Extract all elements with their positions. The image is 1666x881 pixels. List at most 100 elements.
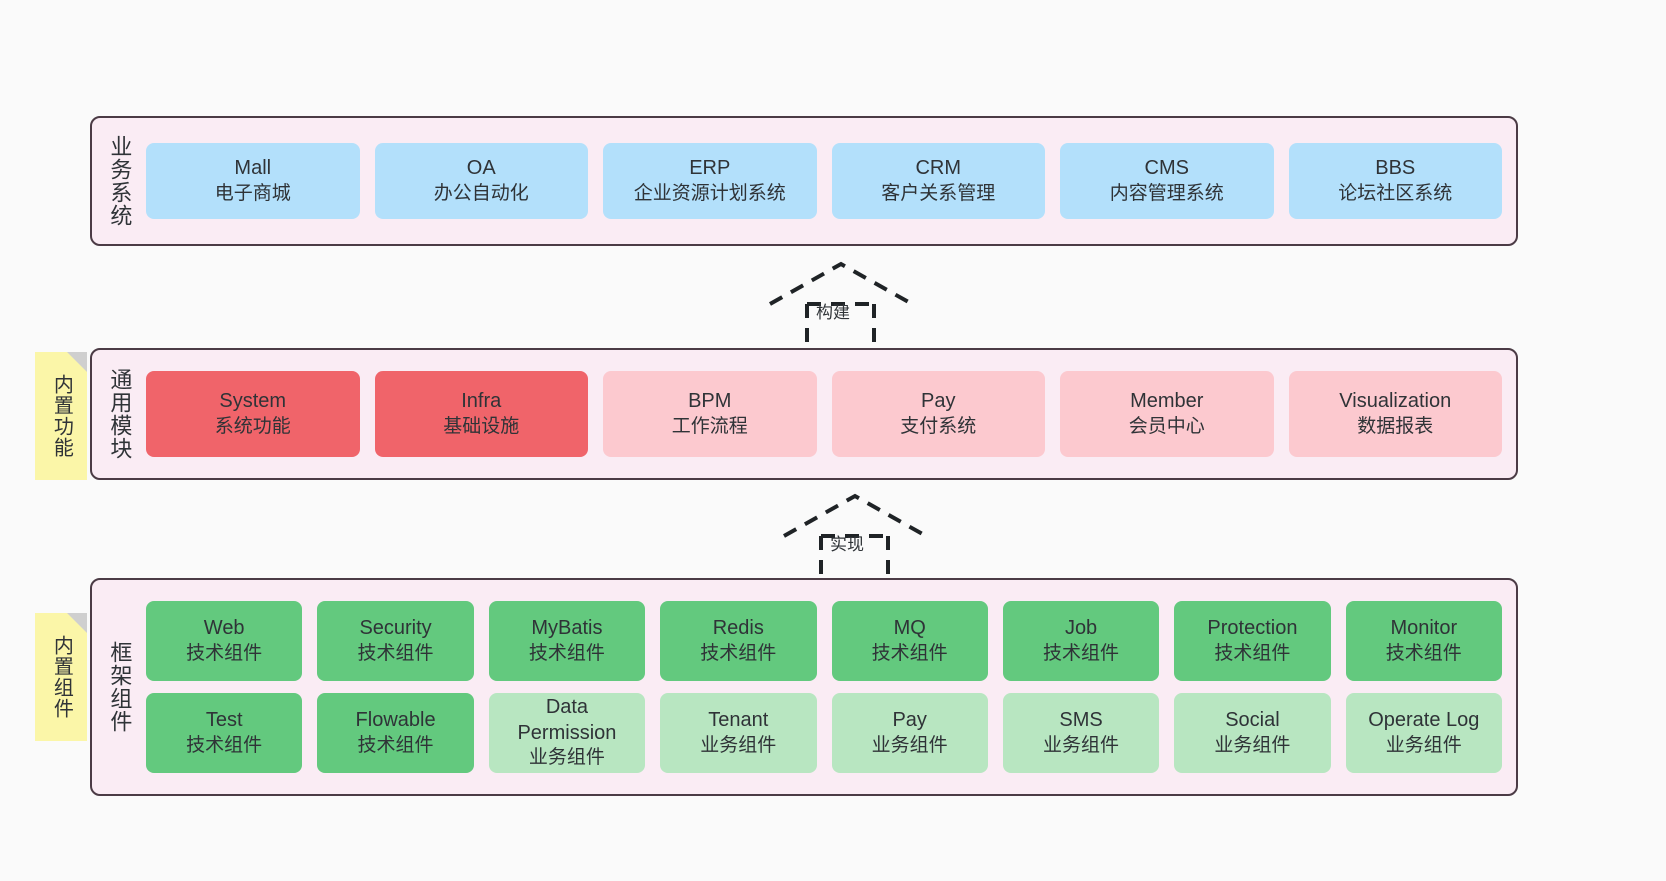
node-subtitle: 技术组件 [700,642,777,664]
node-subtitle: 技术组件 [1385,642,1462,664]
node-title: Member [1130,390,1204,413]
node-title: MQ [893,617,926,640]
node-tenant[interactable]: Tenant 业务组件 [660,693,817,773]
node-title: Operate Log [1368,709,1480,732]
node-subtitle: 技术组件 [357,734,434,756]
layer-body-business-system: Mall 电子商城 OA 办公自动化 ERP 企业资源计划系统 CRM 客户关系… [146,118,1516,244]
layer-label-common-module: 通用模块 [107,368,133,460]
node-protection[interactable]: Protection 技术组件 [1174,601,1331,681]
folded-corner-icon [67,613,87,633]
node-cms[interactable]: CMS 内容管理系统 [1060,143,1274,219]
node-web[interactable]: Web 技术组件 [146,601,303,681]
node-title: Data Permission [517,696,617,744]
layer-panel-business-system: 业务系统 Mall 电子商城 OA 办公自动化 ERP 企业资源计划系统 CRM [90,116,1518,246]
node-social[interactable]: Social 业务组件 [1174,693,1331,773]
node-job[interactable]: Job 技术组件 [1002,601,1160,681]
node-pay[interactable]: Pay 支付系统 [831,371,1045,457]
node-infra[interactable]: Infra 基础设施 [374,371,588,457]
node-oa[interactable]: OA 办公自动化 [374,143,588,219]
node-bpm[interactable]: BPM 工作流程 [603,371,817,457]
node-subtitle: 支付系统 [900,415,977,437]
folded-corner-icon [67,352,87,372]
node-subtitle: 业务组件 [1385,734,1462,756]
node-subtitle: 办公自动化 [433,182,529,204]
node-title: Pay [921,390,956,413]
node-subtitle: 技术组件 [186,734,263,756]
node-title: ERP [689,157,731,180]
node-title: Tenant [708,709,769,732]
node-title: BPM [688,390,732,413]
node-title: BBS [1375,157,1416,180]
layer-panel-common-module: 通用模块 System 系统功能 Infra 基础设施 BPM 工作流程 Pay [90,348,1518,480]
node-subtitle: 业务组件 [1043,734,1120,756]
node-title: CMS [1144,157,1189,180]
node-subtitle: 会员中心 [1128,415,1205,437]
node-title: MyBatis [531,617,603,640]
node-subtitle: 基础设施 [443,415,520,437]
node-title: Infra [461,390,502,413]
node-subtitle: 技术组件 [871,642,948,664]
node-operate-log[interactable]: Operate Log 业务组件 [1345,693,1502,773]
layer-label-business-system: 业务系统 [107,135,133,227]
node-title: Visualization [1339,390,1452,413]
node-test[interactable]: Test 技术组件 [146,693,303,773]
sticky-note-label: 内置组件 [50,635,73,719]
node-title: OA [466,157,496,180]
node-erp[interactable]: ERP 企业资源计划系统 [603,143,817,219]
node-title: Pay [892,709,927,732]
node-subtitle: 系统功能 [214,415,291,437]
sticky-note-builtin-component: 内置组件 [35,613,87,741]
node-flowable[interactable]: Flowable 技术组件 [317,693,474,773]
node-subtitle: 内容管理系统 [1109,182,1224,204]
node-subtitle: 工作流程 [671,415,748,437]
node-crm[interactable]: CRM 客户关系管理 [831,143,1045,219]
node-subtitle: 论坛社区系统 [1338,182,1453,204]
layer-body-common-module: System 系统功能 Infra 基础设施 BPM 工作流程 Pay 支付系统… [146,350,1516,478]
node-title: CRM [915,157,962,180]
layer-body-framework-component: Web 技术组件 Security 技术组件 MyBatis 技术组件 Redi… [146,580,1516,794]
node-system[interactable]: System 系统功能 [146,371,360,457]
box-row: Mall 电子商城 OA 办公自动化 ERP 企业资源计划系统 CRM 客户关系… [146,143,1502,219]
node-security[interactable]: Security 技术组件 [317,601,474,681]
node-title: SMS [1059,709,1103,732]
node-subtitle: 技术组件 [357,642,434,664]
connector-label-build: 构建 [816,303,850,322]
connector-build: 构建 [756,258,926,358]
box-row: System 系统功能 Infra 基础设施 BPM 工作流程 Pay 支付系统… [146,371,1502,457]
node-subtitle: 技术组件 [1214,642,1291,664]
node-title: Monitor [1390,617,1458,640]
node-title: Protection [1207,617,1298,640]
node-subtitle: 电子商城 [214,182,291,204]
node-subtitle: 企业资源计划系统 [633,182,786,204]
node-mq[interactable]: MQ 技术组件 [831,601,988,681]
node-subtitle: 数据报表 [1357,415,1434,437]
node-title: Web [203,617,245,640]
connector-implement: 实现 [770,490,940,590]
sticky-note-label: 内置功能 [50,374,73,458]
node-sms[interactable]: SMS 业务组件 [1002,693,1160,773]
layer-label-framework-component: 框架组件 [107,641,133,733]
layer-panel-framework-component: 框架组件 Web 技术组件 Security 技术组件 MyBatis 技术组件… [90,578,1518,796]
node-title: Flowable [355,709,436,732]
node-monitor[interactable]: Monitor 技术组件 [1345,601,1502,681]
sticky-note-builtin-function: 内置功能 [35,352,87,480]
node-subtitle: 技术组件 [1043,642,1120,664]
node-bbs[interactable]: BBS 论坛社区系统 [1288,143,1502,219]
box-row: Web 技术组件 Security 技术组件 MyBatis 技术组件 Redi… [146,601,1502,681]
node-subtitle: 业务组件 [1214,734,1291,756]
node-mall[interactable]: Mall 电子商城 [146,143,360,219]
node-title: Redis [712,617,764,640]
node-member[interactable]: Member 会员中心 [1060,371,1274,457]
node-subtitle: 业务组件 [700,734,777,756]
node-title: Test [205,709,243,732]
node-redis[interactable]: Redis 技术组件 [660,601,817,681]
box-row: Test 技术组件 Flowable 技术组件 Data Permission … [146,693,1502,773]
node-data-permission[interactable]: Data Permission 业务组件 [488,693,646,773]
node-pay-business[interactable]: Pay 业务组件 [831,693,988,773]
node-title: System [219,390,287,413]
node-mybatis[interactable]: MyBatis 技术组件 [488,601,646,681]
node-visualization[interactable]: Visualization 数据报表 [1288,371,1502,457]
node-subtitle: 技术组件 [528,642,605,664]
node-subtitle: 业务组件 [871,734,948,756]
